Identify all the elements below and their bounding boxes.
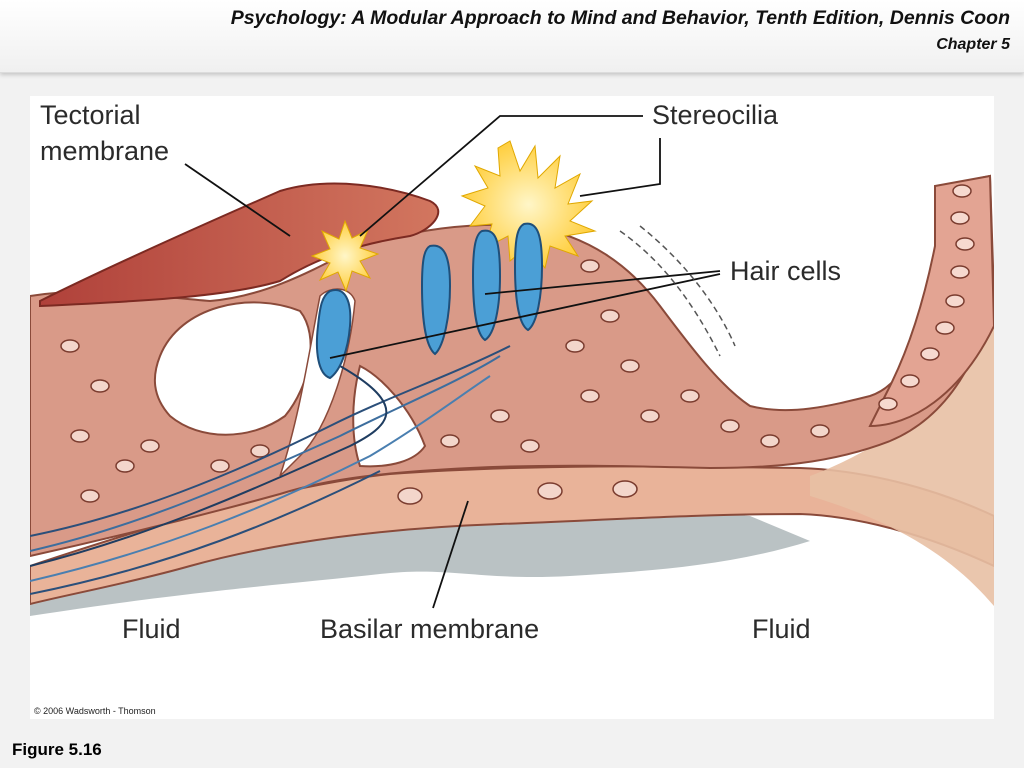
leader-lines: [184, 115, 721, 609]
right-cell-nuclei: [878, 184, 975, 411]
slide-title: Psychology: A Modular Approach to Mind a…: [230, 7, 1010, 29]
leader-hair-cells-2: [329, 273, 721, 359]
organ-of-corti-illustration: [30, 115, 994, 616]
label-fluid-right: Fluid: [752, 614, 811, 644]
hair-cells: [315, 222, 544, 380]
label-basilar-membrane: Basilar membrane: [320, 614, 540, 644]
tissue-cell-nuclei: [60, 259, 830, 505]
nerve-fibers: [30, 345, 511, 595]
leader-stereocilia-2: [579, 138, 661, 197]
outer-hair-cell-2: [471, 229, 502, 342]
leader-tectorial: [184, 163, 291, 237]
leader-stereocilia-1: [359, 115, 643, 237]
slide-header: Psychology: A Modular Approach to Mind a…: [0, 0, 1024, 73]
dashed-line-1: [619, 230, 721, 357]
label-stereocilia: Stereocilia: [652, 100, 779, 130]
label-tectorial-line2: membrane: [40, 136, 170, 166]
tunnel-of-corti: [352, 364, 427, 468]
chapter-label: Chapter 5: [936, 36, 1010, 53]
label-tectorial-line1: Tectorial: [40, 100, 141, 130]
organ-of-corti-figure: Tectorial membrane Stereocilia Hair cell…: [30, 96, 994, 719]
leader-basilar: [432, 500, 469, 609]
figure-caption: Figure 5.16: [12, 740, 102, 759]
outer-hair-cell-3: [513, 222, 544, 332]
outer-hair-cell-1: [420, 244, 452, 356]
fluid-layer: [30, 511, 810, 616]
tectorial-membrane: [39, 182, 440, 308]
copyright-notice: © 2006 Wadsworth - Thomson: [34, 706, 156, 716]
label-fluid-left: Fluid: [122, 614, 181, 644]
leader-hair-cells-1: [484, 270, 721, 295]
dashed-line-2: [639, 225, 736, 347]
inner-sulcus-space: [153, 301, 312, 436]
label-hair-cells: Hair cells: [730, 256, 842, 286]
